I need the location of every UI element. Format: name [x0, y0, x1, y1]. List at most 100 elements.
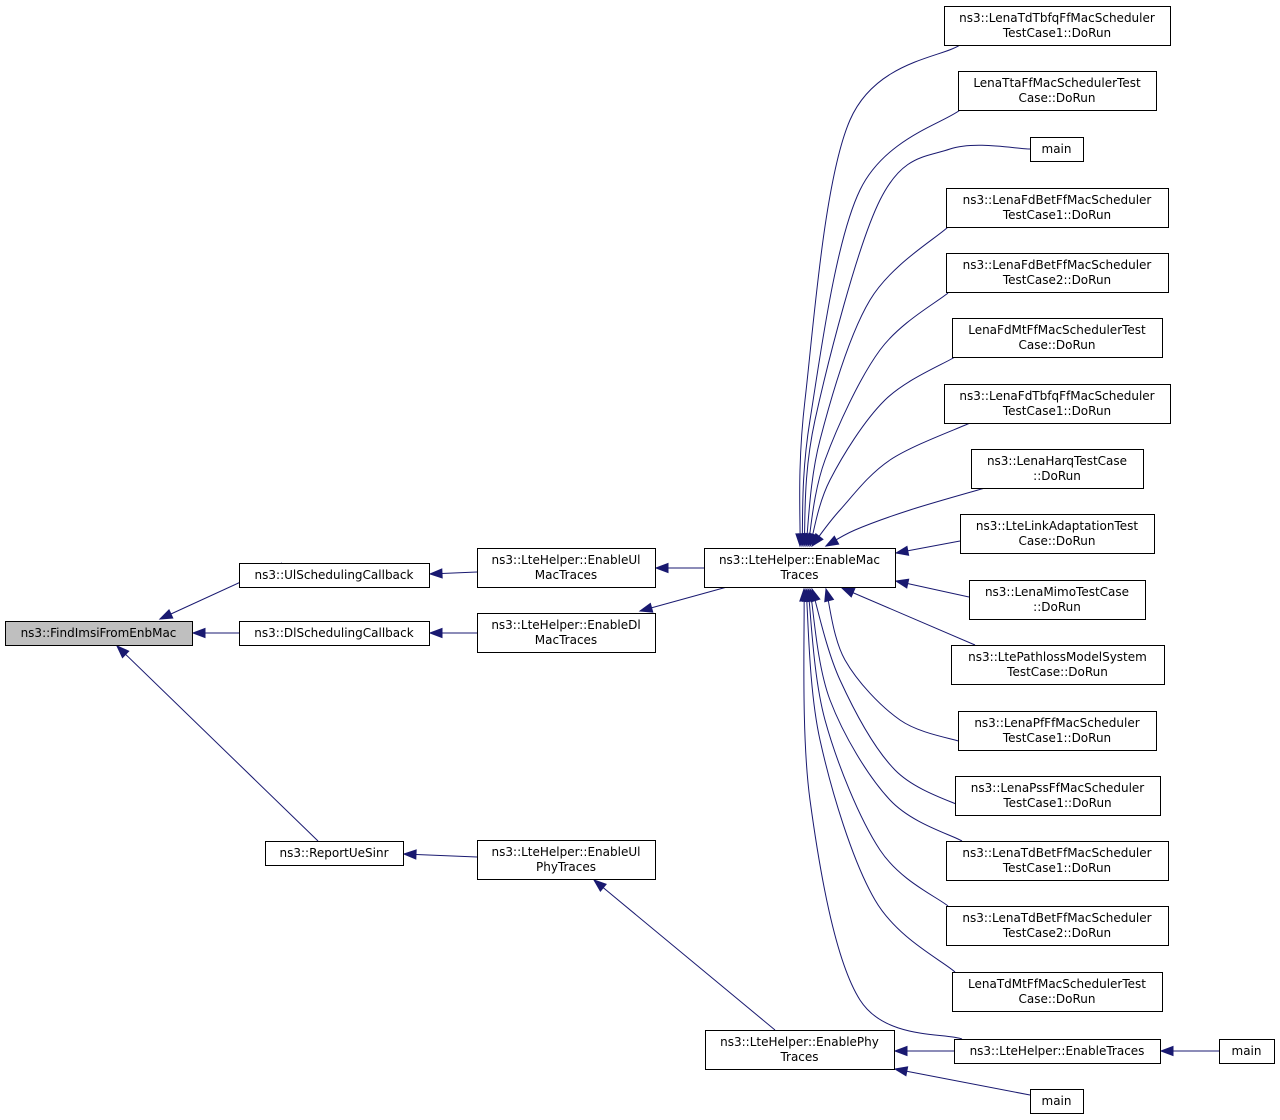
edge-line	[825, 487, 986, 547]
node-dl-sched-cb[interactable]: ns3::DlSchedulingCallback	[239, 621, 430, 646]
edge-enable-phy-to-enable-ul-phy	[592, 879, 776, 1031]
node-label: ns3::LenaTdBetFfMacScheduler	[962, 911, 1151, 925]
node-label: TestCase1::DoRun	[1002, 404, 1111, 418]
edge-line	[807, 588, 949, 907]
node-label: ns3::LteHelper::EnableUl	[492, 845, 641, 859]
arrowhead-icon	[158, 609, 174, 620]
node-box	[946, 188, 1169, 228]
edge-line	[805, 226, 949, 547]
node-label: LenaTtaFfMacSchedulerTest	[973, 76, 1141, 90]
edge-line	[639, 586, 728, 612]
arrowhead-icon	[840, 587, 856, 598]
node-label: ns3::FindImsiFromEnbMac	[21, 626, 177, 640]
node-label: ns3::LenaFdBetFfMacScheduler	[963, 193, 1152, 207]
node-report-ue-sinr[interactable]: ns3::ReportUeSinr	[265, 841, 404, 866]
node-pf[interactable]: ns3::LenaPfFfMacSchedulerTestCase1::DoRu…	[958, 711, 1157, 751]
edge-line	[809, 588, 963, 842]
node-find-imsi[interactable]: ns3::FindImsiFromEnbMac	[5, 621, 193, 646]
edge-pss-to-enable-mac	[810, 587, 966, 809]
node-main-b[interactable]: main	[1219, 1039, 1275, 1064]
arrowhead-icon	[402, 849, 417, 860]
arrowhead-icon	[894, 545, 910, 556]
node-box	[969, 580, 1146, 620]
node-ul-sched-cb[interactable]: ns3::UlSchedulingCallback	[239, 563, 430, 588]
node-box	[1030, 1089, 1084, 1114]
node-harq[interactable]: ns3::LenaHarqTestCase::DoRun	[971, 449, 1144, 489]
node-label: ::DoRun	[1033, 600, 1081, 614]
node-label: TestCase1::DoRun	[1002, 208, 1111, 222]
node-label: main	[1042, 1094, 1072, 1108]
edge-fd-mt-to-enable-mac	[808, 356, 956, 548]
node-label: LenaTdMtFfMacSchedulerTest	[968, 977, 1146, 991]
node-label: ns3::LenaPssFfMacScheduler	[971, 781, 1144, 795]
node-label: ns3::DlSchedulingCallback	[254, 626, 413, 640]
node-label: ns3::LteHelper::EnableMac	[719, 553, 880, 567]
arrowhead-icon	[191, 627, 206, 639]
node-fd-bet-1[interactable]: ns3::LenaFdBetFfMacSchedulerTestCase1::D…	[946, 188, 1169, 228]
edge-line	[807, 292, 949, 547]
node-label: TestCase::DoRun	[1006, 665, 1108, 679]
node-label: ns3::ReportUeSinr	[279, 846, 388, 860]
node-pathloss[interactable]: ns3::LtePathlossModelSystemTestCase::DoR…	[951, 645, 1165, 685]
node-pss[interactable]: ns3::LenaPssFfMacSchedulerTestCase1::DoR…	[955, 776, 1161, 816]
node-label: TestCase1::DoRun	[1002, 861, 1111, 875]
edge-harq-to-enable-mac	[824, 487, 986, 547]
node-box	[477, 548, 656, 588]
edge-enable-mac-to-enable-dl-mac	[638, 586, 728, 613]
node-box	[971, 449, 1144, 489]
node-box	[477, 840, 656, 880]
edge-pathloss-to-enable-mac	[840, 587, 976, 646]
node-label: ns3::UlSchedulingCallback	[255, 568, 414, 582]
edge-link-adapt-to-enable-mac	[894, 540, 961, 556]
node-fd-tbfq[interactable]: ns3::LenaFdTbfqFfMacSchedulerTestCase1::…	[944, 384, 1171, 424]
node-td-tbfq[interactable]: ns3::LenaTdTbfqFfMacSchedulerTestCase1::…	[944, 6, 1171, 46]
node-main-c[interactable]: main	[1030, 1089, 1084, 1114]
node-label: LenaFdMtFfMacSchedulerTest	[968, 323, 1146, 337]
node-enable-traces[interactable]: ns3::LteHelper::EnableTraces	[954, 1039, 1161, 1064]
node-fd-bet-2[interactable]: ns3::LenaFdBetFfMacSchedulerTestCase2::D…	[946, 253, 1169, 293]
node-box	[1030, 137, 1084, 162]
edge-main-b-to-enable-traces	[1159, 1045, 1219, 1057]
node-box	[958, 711, 1157, 751]
node-label: ns3::LenaTdBetFfMacScheduler	[962, 846, 1151, 860]
arrowhead-icon	[654, 562, 669, 574]
node-mimo[interactable]: ns3::LenaMimoTestCase::DoRun	[969, 580, 1146, 620]
node-box	[705, 1030, 895, 1070]
edge-line	[805, 588, 956, 973]
edge-enable-traces-to-enable-mac	[799, 587, 963, 1040]
edge-td-bet-1-to-enable-mac	[807, 587, 963, 842]
node-td-bet-1[interactable]: ns3::LenaTdBetFfMacSchedulerTestCase1::D…	[946, 841, 1169, 881]
arrowhead-icon	[893, 1045, 908, 1057]
node-td-bet-2[interactable]: ns3::LenaTdBetFfMacSchedulerTestCase2::D…	[946, 906, 1169, 946]
edge-line	[593, 879, 776, 1031]
node-label: TestCase2::DoRun	[1002, 273, 1111, 287]
node-label: TestCase1::DoRun	[1002, 731, 1111, 745]
node-label: ns3::LenaFdTbfqFfMacScheduler	[959, 389, 1154, 403]
edge-line	[799, 44, 961, 547]
node-main-a[interactable]: main	[1030, 137, 1084, 162]
node-label: ns3::LenaMimoTestCase	[985, 585, 1129, 599]
node-box	[958, 71, 1157, 111]
node-label: ns3::LteHelper::EnableDl	[491, 618, 640, 632]
node-box	[265, 841, 404, 866]
node-label: ns3::LenaHarqTestCase	[987, 454, 1127, 468]
edge-report-ue-sinr-to-find-imsi	[115, 645, 319, 842]
edge-line	[803, 588, 963, 1040]
node-label: ns3::LenaFdBetFfMacScheduler	[963, 258, 1152, 272]
arrowhead-icon	[1159, 1045, 1174, 1057]
arrowhead-icon	[894, 578, 910, 589]
edge-tta-to-enable-mac	[797, 109, 961, 548]
node-label: PhyTraces	[536, 860, 596, 874]
node-box	[1219, 1039, 1275, 1064]
node-label: Case::DoRun	[1018, 992, 1095, 1006]
